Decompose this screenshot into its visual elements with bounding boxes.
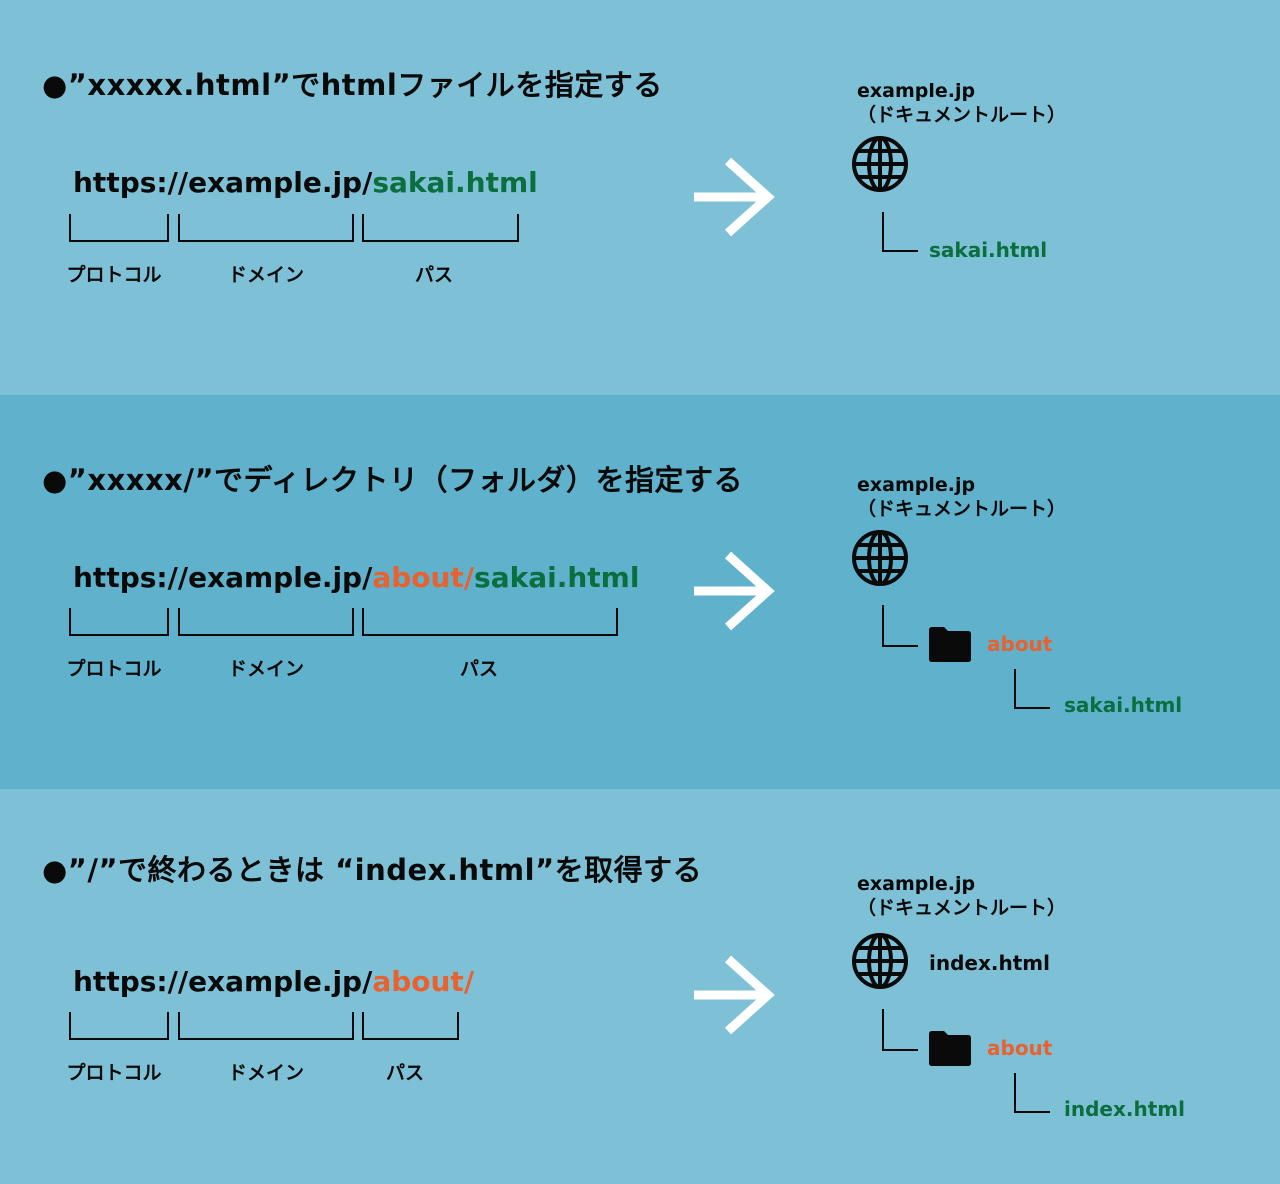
section-file: ●”xxxxx.html”でhtmlファイルを指定する https://exam… <box>0 0 1280 395</box>
protocol-bracket <box>69 608 169 636</box>
root-name: example.jp <box>857 80 976 102</box>
domain-bracket <box>178 608 354 636</box>
tree-connector <box>882 1009 918 1051</box>
url-base: https://example.jp/ <box>73 965 373 998</box>
protocol-label: プロトコル <box>66 1062 162 1084</box>
globe-icon <box>852 136 908 192</box>
root-name: example.jp <box>857 474 976 496</box>
section-heading: ●”xxxxx/”でディレクトリ（フォルダ）を指定する <box>42 463 744 497</box>
tree-connector <box>1014 669 1050 709</box>
globe-icon <box>852 933 908 989</box>
path-bracket <box>362 608 618 636</box>
tree-connector <box>882 212 918 252</box>
section-index: ●”/”で終わるときは “index.html”を取得する https://ex… <box>0 789 1280 1184</box>
tree-folder: about <box>987 632 1053 656</box>
url-file: sakai.html <box>474 561 640 594</box>
root-name: example.jp <box>857 873 976 895</box>
url-example: https://example.jp/about/ <box>73 965 474 998</box>
protocol-label: プロトコル <box>66 658 162 680</box>
url-base: https://example.jp/ <box>73 166 373 199</box>
domain-label: ドメイン <box>227 658 305 680</box>
url-file: sakai.html <box>372 166 538 199</box>
globe-icon <box>852 530 908 586</box>
tree-folder: about <box>987 1036 1053 1060</box>
tree-connector <box>1014 1073 1050 1113</box>
url-base: https://example.jp/ <box>73 561 373 594</box>
path-label: パス <box>414 264 454 286</box>
tree-file: index.html <box>1064 1097 1185 1121</box>
right-arrow-icon <box>694 157 775 237</box>
protocol-bracket <box>69 1012 169 1040</box>
domain-label: ドメイン <box>227 264 305 286</box>
protocol-label: プロトコル <box>66 264 162 286</box>
root-note: （ドキュメントルート） <box>857 104 1067 126</box>
right-arrow-icon <box>694 955 775 1035</box>
url-folder: about/ <box>372 965 475 998</box>
domain-bracket <box>178 1012 354 1040</box>
domain-label: ドメイン <box>227 1062 305 1084</box>
section-heading: ●”xxxxx.html”でhtmlファイルを指定する <box>42 68 663 102</box>
path-bracket <box>362 1012 459 1040</box>
path-bracket <box>362 214 519 242</box>
right-arrow-icon <box>694 551 775 631</box>
tree-root: example.jp（ドキュメントルート） <box>857 473 1066 521</box>
tree-file: sakai.html <box>929 238 1048 262</box>
tree-connector <box>882 605 918 647</box>
tree-root: example.jp（ドキュメントルート） <box>857 872 1066 920</box>
folder-icon <box>929 627 971 662</box>
section-heading: ●”/”で終わるときは “index.html”を取得する <box>42 853 703 887</box>
path-label: パス <box>459 658 499 680</box>
url-example: https://example.jp/about/sakai.html <box>73 561 639 594</box>
url-folder: about/ <box>372 561 475 594</box>
path-label: パス <box>385 1062 425 1084</box>
root-index-file: index.html <box>929 951 1050 975</box>
section-directory: ●”xxxxx/”でディレクトリ（フォルダ）を指定する https://exam… <box>0 395 1280 789</box>
folder-icon <box>929 1031 971 1066</box>
protocol-bracket <box>69 214 169 242</box>
tree-file: sakai.html <box>1064 693 1183 717</box>
root-note: （ドキュメントルート） <box>857 897 1067 919</box>
url-example: https://example.jp/sakai.html <box>73 166 538 199</box>
domain-bracket <box>178 214 354 242</box>
tree-root: example.jp（ドキュメントルート） <box>857 79 1066 127</box>
root-note: （ドキュメントルート） <box>857 498 1067 520</box>
